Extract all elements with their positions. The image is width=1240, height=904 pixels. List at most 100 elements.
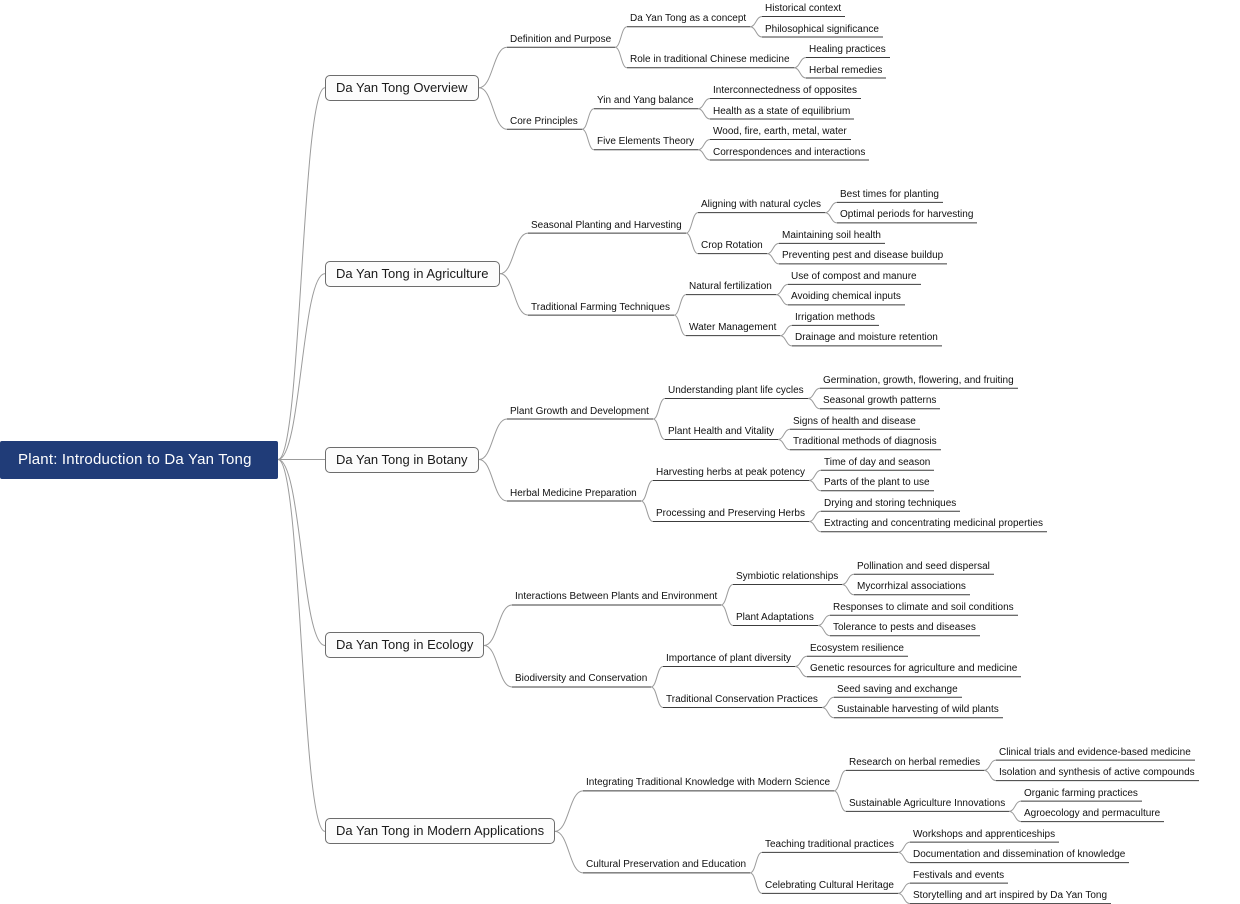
mindmap-node-celebrating-cultural-heritage[interactable]: Celebrating Cultural Heritage bbox=[765, 879, 894, 891]
connector-line bbox=[808, 469, 822, 482]
connector-line bbox=[554, 830, 584, 874]
mindmap-node-cultural-preservation-and-education[interactable]: Cultural Preservation and Education bbox=[586, 859, 747, 871]
mindmap-node-integrating-traditional-knowledge-with-modern-science[interactable]: Integrating Traditional Knowledge with M… bbox=[586, 777, 831, 789]
connector-line bbox=[833, 769, 847, 792]
mindmap-node-research-on-herbal-remedies[interactable]: Research on herbal remedies bbox=[849, 756, 981, 768]
mindmap-node-sustainable-harvesting-of-wild-plants[interactable]: Sustainable harvesting of wild plants bbox=[837, 704, 999, 716]
mindmap-node-health-as-a-state-of-equilibrium[interactable]: Health as a state of equilibrium bbox=[713, 105, 851, 117]
mindmap-node-interactions-between-plants-and-environment[interactable]: Interactions Between Plants and Environm… bbox=[515, 591, 718, 603]
mindmap-node-documentation-and-dissemination-of-knowledge[interactable]: Documentation and dissemination of knowl… bbox=[913, 849, 1126, 861]
connector-line bbox=[640, 480, 654, 502]
mindmap-node-plant-health-and-vitality[interactable]: Plant Health and Vitality bbox=[668, 426, 774, 438]
mindmap-node-historical-context[interactable]: Historical context bbox=[765, 3, 842, 14]
connector-line bbox=[775, 283, 789, 296]
mindmap-node-definition-and-purpose[interactable]: Definition and Purpose bbox=[510, 33, 612, 45]
mindmap-node-avoiding-chemical-inputs[interactable]: Avoiding chemical inputs bbox=[791, 291, 901, 303]
connector-line bbox=[478, 459, 508, 502]
mindmap-node-drainage-and-moisture-retention[interactable]: Drainage and moisture retention bbox=[795, 332, 938, 344]
mindmap-node-da-yan-tong-in-ecology[interactable]: Da Yan Tong in Ecology bbox=[325, 632, 485, 659]
connector-line bbox=[793, 57, 807, 69]
connector-line bbox=[685, 212, 699, 234]
mindmap-node-processing-and-preserving-herbs[interactable]: Processing and Preserving Herbs bbox=[656, 508, 805, 520]
connector-line bbox=[794, 655, 808, 667]
mindmap-node-isolation-and-synthesis-of-active-compounds[interactable]: Isolation and synthesis of active compou… bbox=[999, 767, 1195, 779]
mindmap-node-parts-of-the-plant-to-use[interactable]: Parts of the plant to use bbox=[824, 477, 930, 489]
mindmap-node-understanding-plant-life-cycles[interactable]: Understanding plant life cycles bbox=[668, 385, 804, 397]
mindmap-node-da-yan-tong-in-agriculture[interactable]: Da Yan Tong in Agriculture bbox=[325, 260, 500, 287]
mindmap-node-responses-to-climate-and-soil-conditions[interactable]: Responses to climate and soil conditions bbox=[833, 601, 1014, 613]
mindmap-node-aligning-with-natural-cycles[interactable]: Aligning with natural cycles bbox=[701, 199, 822, 211]
mindmap-node-plant-growth-and-development[interactable]: Plant Growth and Development bbox=[510, 405, 649, 417]
mindmap-node-storytelling-and-art-inspired-by-da-yan-tong[interactable]: Storytelling and art inspired by Da Yan … bbox=[913, 890, 1108, 902]
mindmap-node-ecosystem-resilience[interactable]: Ecosystem resilience bbox=[810, 642, 904, 654]
mindmap-node-agroecology-and-permaculture[interactable]: Agroecology and permaculture bbox=[1024, 808, 1161, 820]
mindmap-node-interconnectedness-of-opposites[interactable]: Interconnectedness of opposites bbox=[713, 85, 857, 96]
mindmap-node-philosophical-significance[interactable]: Philosophical significance bbox=[765, 23, 879, 35]
mindmap-node-seed-saving-and-exchange[interactable]: Seed saving and exchange bbox=[837, 683, 958, 695]
mindmap-node-da-yan-tong-in-botany[interactable]: Da Yan Tong in Botany bbox=[325, 446, 479, 473]
root-node[interactable]: Plant: Introduction to Da Yan Tong bbox=[0, 440, 278, 479]
mindmap-node-plant-adaptations[interactable]: Plant Adaptations bbox=[736, 611, 814, 623]
mindmap-node-seasonal-growth-patterns[interactable]: Seasonal growth patterns bbox=[823, 395, 937, 407]
mindmap-node-sustainable-agriculture-innovations[interactable]: Sustainable Agriculture Innovations bbox=[849, 797, 1006, 809]
mindmap-node-harvesting-herbs-at-peak-potency[interactable]: Harvesting herbs at peak potency bbox=[656, 467, 805, 479]
mindmap-node-pollination-and-seed-dispersal[interactable]: Pollination and seed dispersal bbox=[857, 560, 990, 572]
mindmap-node-optimal-periods-for-harvesting[interactable]: Optimal periods for harvesting bbox=[840, 209, 974, 221]
mindmap-node-natural-fertilization[interactable]: Natural fertilization bbox=[689, 281, 772, 293]
connector-line bbox=[777, 439, 791, 451]
mindmap-node-symbiotic-relationships[interactable]: Symbiotic relationships bbox=[736, 570, 839, 582]
mindmap-node-extracting-and-concentrating-medicinal-properties[interactable]: Extracting and concentrating medicinal p… bbox=[824, 518, 1044, 530]
mindmap-node-wood-fire-earth-metal-water[interactable]: Wood, fire, earth, metal, water bbox=[713, 126, 847, 137]
mindmap-node-genetic-resources-for-agriculture-and-medicine[interactable]: Genetic resources for agriculture and me… bbox=[810, 663, 1018, 675]
mindmap-node-teaching-traditional-practices[interactable]: Teaching traditional practices bbox=[765, 838, 894, 850]
connector-line bbox=[983, 759, 997, 771]
mindmap-node-use-of-compost-and-manure[interactable]: Use of compost and manure bbox=[791, 270, 917, 282]
mindmap-node-traditional-farming-techniques[interactable]: Traditional Farming Techniques bbox=[531, 301, 670, 313]
mindmap-node-mycorrhizal-associations[interactable]: Mycorrhizal associations bbox=[857, 581, 966, 593]
mindmap-node-crop-rotation[interactable]: Crop Rotation bbox=[701, 240, 763, 252]
mindmap-node-yin-and-yang-balance[interactable]: Yin and Yang balance bbox=[597, 95, 694, 107]
mindmap-node-importance-of-plant-diversity[interactable]: Importance of plant diversity bbox=[666, 652, 792, 664]
mindmap-node-signs-of-health-and-disease[interactable]: Signs of health and disease bbox=[793, 415, 916, 427]
mindmap-node-traditional-conservation-practices[interactable]: Traditional Conservation Practices bbox=[666, 693, 818, 705]
mindmap-node-traditional-methods-of-diagnosis[interactable]: Traditional methods of diagnosis bbox=[793, 436, 937, 448]
connector-line bbox=[697, 108, 711, 120]
mindmap-node-germination-growth-flowering-and-fruiting[interactable]: Germination, growth, flowering, and frui… bbox=[823, 374, 1014, 386]
mindmap-node-correspondences-and-interactions[interactable]: Correspondences and interactions bbox=[713, 146, 866, 158]
connector-line bbox=[841, 583, 855, 596]
mindmap-node-festivals-and-events[interactable]: Festivals and events bbox=[913, 869, 1005, 881]
mindmap-node-tolerance-to-pests-and-diseases[interactable]: Tolerance to pests and diseases bbox=[833, 622, 976, 634]
mindmap-node-herbal-remedies[interactable]: Herbal remedies bbox=[809, 64, 883, 76]
connector-line bbox=[483, 644, 513, 688]
mindmap-node-da-yan-tong-in-modern-applications[interactable]: Da Yan Tong in Modern Applications bbox=[325, 818, 556, 845]
connector-line bbox=[807, 398, 821, 410]
connector-line bbox=[614, 46, 628, 69]
mindmap-node-herbal-medicine-preparation[interactable]: Herbal Medicine Preparation bbox=[510, 487, 637, 499]
mindmap-node-time-of-day-and-season[interactable]: Time of day and season bbox=[824, 456, 931, 468]
mindmap-node-workshops-and-apprenticeships[interactable]: Workshops and apprenticeships bbox=[913, 828, 1056, 840]
connector-line bbox=[897, 882, 911, 894]
mindmap-node-irrigation-methods[interactable]: Irrigation methods bbox=[795, 311, 876, 323]
connector-line bbox=[499, 232, 529, 275]
mindmap-node-five-elements-theory[interactable]: Five Elements Theory bbox=[597, 136, 695, 148]
mindmap-node-water-management[interactable]: Water Management bbox=[689, 322, 777, 334]
mindmap-node-biodiversity-and-conservation[interactable]: Biodiversity and Conservation bbox=[515, 673, 648, 685]
mindmap-node-da-yan-tong-overview[interactable]: Da Yan Tong Overview bbox=[325, 74, 479, 101]
mindmap-node-drying-and-storing-techniques[interactable]: Drying and storing techniques bbox=[824, 497, 957, 509]
mindmap-node-seasonal-planting-and-harvesting[interactable]: Seasonal Planting and Harvesting bbox=[531, 219, 682, 231]
mindmap-node-healing-practices[interactable]: Healing practices bbox=[809, 44, 886, 55]
mindmap-node-clinical-trials-and-evidence-based-medicine[interactable]: Clinical trials and evidence-based medic… bbox=[999, 746, 1191, 758]
mindmap-node-preventing-pest-and-disease-buildup[interactable]: Preventing pest and disease buildup bbox=[782, 250, 944, 262]
mindmap-node-organic-farming-practices[interactable]: Organic farming practices bbox=[1024, 787, 1138, 799]
mindmap-node-maintaining-soil-health[interactable]: Maintaining soil health bbox=[782, 229, 881, 241]
connector-line bbox=[478, 87, 508, 130]
connector-line bbox=[817, 624, 831, 637]
connector-line bbox=[697, 139, 711, 151]
mindmap-node-core-principles[interactable]: Core Principles bbox=[510, 115, 578, 127]
connector-line bbox=[807, 387, 821, 400]
mindmap-node-role-in-traditional-chinese-medicine[interactable]: Role in traditional Chinese medicine bbox=[630, 54, 790, 66]
mindmap-node-da-yan-tong-as-a-concept[interactable]: Da Yan Tong as a concept bbox=[630, 13, 747, 25]
connector-line bbox=[749, 16, 763, 28]
mindmap-node-best-times-for-planting[interactable]: Best times for planting bbox=[840, 188, 939, 200]
